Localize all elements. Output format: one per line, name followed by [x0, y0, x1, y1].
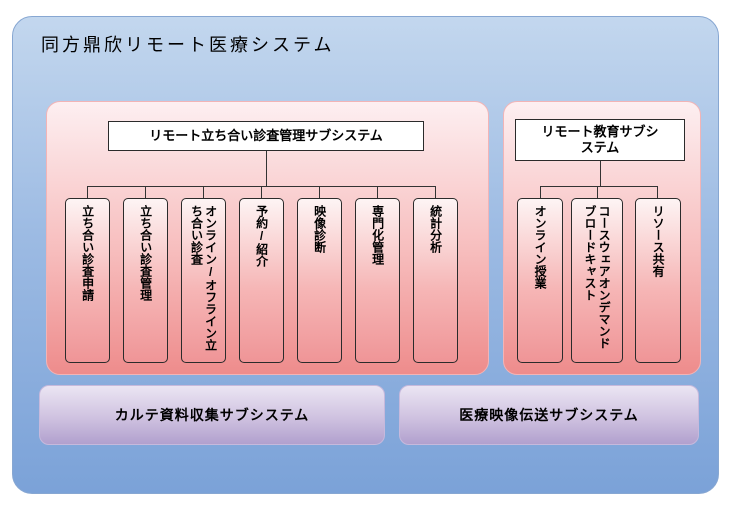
connector-drop — [87, 186, 88, 198]
education-subsystem-header-label: リモート教育サブシステム — [541, 123, 659, 155]
subsystem-box-statistics-analysis: 統計分析 — [413, 198, 458, 363]
subsystem-box-video-diagnosis: 映像診断 — [297, 198, 342, 363]
connector-stub — [266, 151, 267, 186]
bottom-box-label: カルテ資料収集サブシステム — [114, 407, 310, 423]
chart-data-collection-subsystem: カルテ資料収集サブシステム — [39, 385, 385, 445]
education-subsystem-header: リモート教育サブシステム — [515, 119, 685, 161]
system-title: 同方鼎欣リモート医療システム — [41, 35, 335, 55]
connector-drop — [319, 186, 320, 198]
subsystem-box-label: 専門化管理 — [370, 205, 385, 265]
connector-drop — [657, 186, 658, 198]
connector-drop — [435, 186, 436, 198]
inspection-subsystem-header-label: リモート立ち合い診査管理サブシステム — [149, 127, 383, 143]
subsystem-box-online-class: オンライン授業 — [517, 198, 563, 363]
connector-drop — [261, 186, 262, 198]
subsystem-box-courseware-broadcast: コースウェアオンデマンドブロードキャスト — [571, 198, 623, 363]
subsystem-box-label: オンライン/オフライン立ち合い診査 — [189, 205, 218, 351]
connector-stub — [600, 161, 601, 186]
subsystem-box-label: 立ち合い診査管理 — [138, 205, 153, 301]
inspection-subsystem-header: リモート立ち合い診査管理サブシステム — [108, 121, 424, 151]
subsystem-box-label: コースウェアオンデマンドブロードキャスト — [583, 205, 612, 349]
subsystem-box-resource-sharing: リソース共有 — [635, 198, 681, 363]
subsystem-box-online-offline-inspection: オンライン/オフライン立ち合い診査 — [181, 198, 226, 363]
subsystem-box-inspection-apply: 立ち合い診査申請 — [65, 198, 110, 363]
subsystem-box-label: 予約/紹介 — [254, 205, 269, 267]
connector-drop — [540, 186, 541, 198]
subsystem-box-label: オンライン授業 — [533, 205, 548, 289]
subsystem-box-specialization-management: 専門化管理 — [355, 198, 400, 363]
system-container: 同方鼎欣リモート医療システム リモート立ち合い診査管理サブシステム リモート教育… — [12, 16, 719, 494]
medical-image-transmission-subsystem: 医療映像伝送サブシステム — [399, 385, 699, 445]
bottom-box-label: 医療映像伝送サブシステム — [459, 407, 639, 423]
connector-drop — [597, 186, 598, 198]
subsystem-box-reservation-referral: 予約/紹介 — [239, 198, 284, 363]
connector-drop — [377, 186, 378, 198]
subsystem-box-label: 立ち合い診査申請 — [80, 205, 95, 301]
subsystem-box-inspection-manage: 立ち合い診査管理 — [123, 198, 168, 363]
subsystem-box-label: 映像診断 — [312, 205, 327, 253]
subsystem-box-label: リソース共有 — [651, 205, 666, 277]
connector-drop — [145, 186, 146, 198]
connector-drop — [203, 186, 204, 198]
connector-bus — [540, 186, 658, 187]
subsystem-box-label: 統計分析 — [428, 205, 443, 253]
